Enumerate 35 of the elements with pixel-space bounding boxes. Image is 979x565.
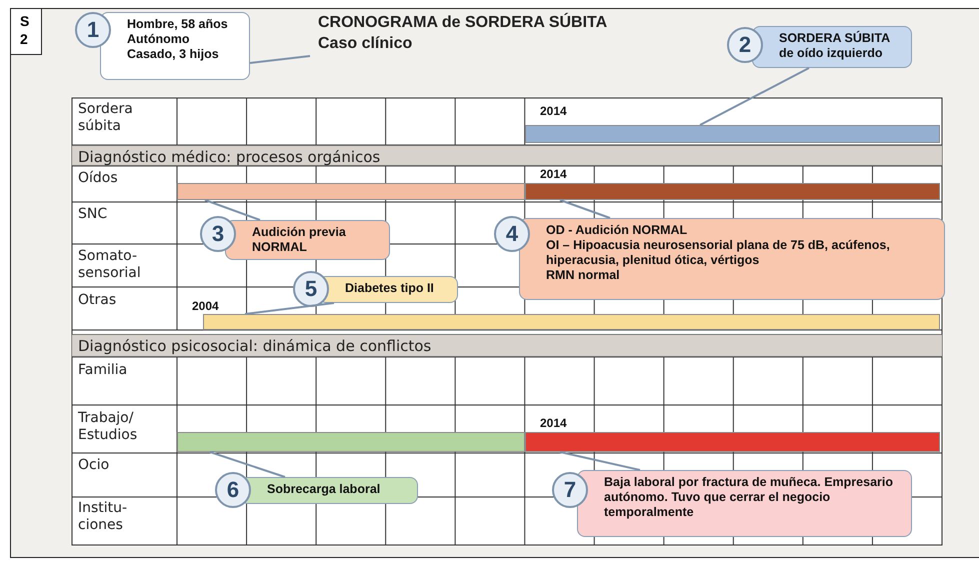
row-label: Trabajo/ Estudios (78, 410, 138, 444)
timeline-bar (177, 183, 525, 200)
subtitle: Caso clínico (318, 35, 412, 53)
row-label: Institu-ciones (78, 500, 128, 534)
section-header: Diagnóstico médico: procesos orgánicos (72, 145, 942, 166)
timeline-bar (525, 183, 940, 200)
page-label: S 2 (10, 8, 42, 55)
row-label: Ocio (78, 457, 110, 474)
section-header: Diagnóstico psicosocial: dinámica de conflictos (72, 334, 942, 357)
timeline-bar (203, 314, 940, 330)
timeline-bar (177, 432, 525, 452)
timeline-bar (525, 125, 940, 143)
callout-text: Sobrecarga laboral (267, 482, 382, 497)
timeline-bar (525, 432, 940, 452)
row-label: Otras (78, 292, 118, 309)
callout-text: Baja laboral por fractura de muñeca. Empresario autónomo. Tuvo que cerrar el negocio temporalmente (604, 475, 894, 520)
callout-text: OI – Hipoacusia neurosensorial plana de 75 dB, acúfenos, hiperacusia, plenitud ótica, vértigos (546, 238, 891, 268)
callout-text: SORDERA SÚBITA de oído izquierdo (779, 31, 891, 61)
row-label: Familia (78, 362, 128, 379)
row-label: SNC (78, 206, 108, 223)
callout-text: Hombre, 58 años (127, 17, 229, 32)
row-label: Oídos (78, 170, 119, 187)
diagram-title: CRONOGRAMA de SORDERA SÚBITA (318, 14, 608, 32)
callout-text: Autónomo (127, 32, 190, 47)
callout-text: Audición previa NORMAL (252, 225, 347, 255)
year-label: 2014 (540, 104, 567, 118)
row-label: Somato-sensorial (78, 248, 142, 282)
year-label: 2004 (192, 299, 219, 313)
year-label: 2014 (540, 416, 567, 430)
row-label: Sordera súbita (78, 101, 134, 135)
callout-text: Diabetes tipo II (345, 281, 435, 296)
callout-text: OD - Audición NORMAL (546, 223, 688, 238)
callout-text: Casado, 3 hijos (127, 47, 220, 62)
year-label: 2014 (540, 167, 567, 181)
callout-text: RMN normal (546, 268, 621, 283)
